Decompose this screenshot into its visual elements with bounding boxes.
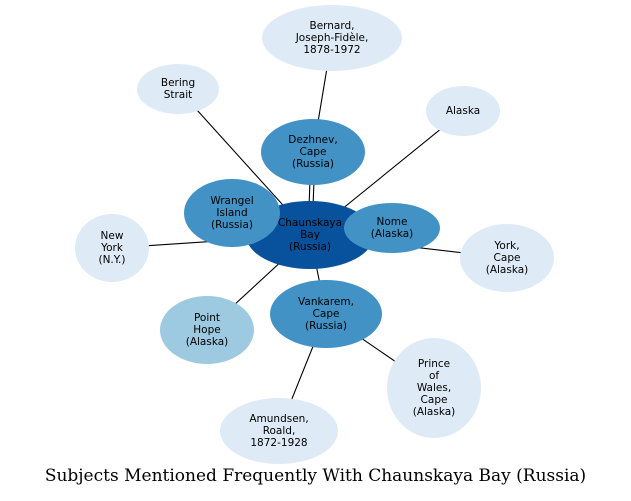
- node-new-york-shape: [75, 214, 149, 282]
- node-york-cape[interactable]: York,Cape(Alaska): [460, 224, 554, 292]
- node-nome-shape: [344, 203, 440, 253]
- node-york-cape-label-line: Cape: [494, 252, 521, 264]
- nodes-layer: Bernard,Joseph-Fidèle,1878-1972BeringStr…: [75, 5, 554, 464]
- node-nome-label-line: (Alaska): [371, 228, 414, 240]
- node-vankarem-label-line: (Russia): [305, 320, 347, 332]
- node-new-york-label-line: New: [101, 230, 124, 242]
- node-wrangel-label-line: Island: [216, 207, 247, 219]
- node-amundsen-label-line: Amundsen,: [249, 413, 308, 425]
- node-point-hope-label-line: Point: [194, 312, 220, 324]
- node-prince-wales-label-line: Wales,: [417, 382, 451, 394]
- node-prince-wales-shape: [387, 338, 481, 438]
- node-vankarem[interactable]: Vankarem,Cape(Russia): [270, 280, 382, 348]
- node-dezhnev-label-line: Cape: [300, 146, 327, 158]
- node-nome-label-line: Nome: [377, 216, 408, 228]
- node-prince-wales-label-line: Cape: [421, 394, 448, 406]
- node-bernard-label-line: Bernard,: [309, 20, 354, 32]
- node-bernard-label-line: 1878-1972: [303, 44, 360, 56]
- node-chaunskaya-label-line: (Russia): [289, 241, 331, 253]
- node-new-york-label-line: York: [100, 242, 124, 254]
- node-dezhnev[interactable]: Dezhnev,Cape(Russia): [261, 119, 365, 185]
- node-vankarem-shape: [270, 280, 382, 348]
- node-bering-shape: [137, 64, 219, 114]
- node-amundsen-label-line: 1872-1928: [250, 437, 307, 449]
- node-alaska[interactable]: Alaska: [426, 86, 500, 136]
- node-wrangel-label-line: Wrangel: [210, 195, 253, 207]
- node-bernard[interactable]: Bernard,Joseph-Fidèle,1878-1972: [262, 5, 402, 71]
- node-bering-label-line: Strait: [164, 89, 193, 101]
- node-nome[interactable]: Nome(Alaska): [344, 203, 440, 253]
- node-bernard-shape: [262, 5, 402, 71]
- node-dezhnev-label-line: Dezhnev,: [288, 134, 337, 146]
- node-dezhnev-shape: [261, 119, 365, 185]
- node-new-york-label-line: (N.Y.): [98, 254, 125, 266]
- node-dezhnev-label-line: (Russia): [292, 158, 334, 170]
- node-bering-label-line: Bering: [161, 77, 195, 89]
- node-amundsen[interactable]: Amundsen,Roald,1872-1928: [220, 398, 338, 464]
- node-chaunskaya-label-line: Chaunskaya: [278, 217, 342, 229]
- node-point-hope-label-line: (Alaska): [186, 336, 229, 348]
- node-amundsen-label-line: Roald,: [263, 425, 296, 437]
- node-york-cape-label-line: York,: [493, 240, 519, 252]
- diagram-caption: Subjects Mentioned Frequently With Chaun…: [44, 466, 587, 486]
- node-vankarem-label-line: Vankarem,: [298, 296, 354, 308]
- node-york-cape-shape: [460, 224, 554, 292]
- node-amundsen-shape: [220, 398, 338, 464]
- node-vankarem-label-line: Cape: [313, 308, 340, 320]
- node-point-hope-label-line: Hope: [193, 324, 220, 336]
- node-prince-wales-label-line: Prince: [418, 358, 450, 370]
- node-bernard-label-line: Joseph-Fidèle,: [295, 32, 369, 44]
- node-prince-wales-label-line: (Alaska): [413, 406, 456, 418]
- node-point-hope-shape: [160, 296, 254, 364]
- node-wrangel-shape: [184, 179, 280, 247]
- node-prince-wales-label-line: of: [429, 370, 439, 382]
- node-alaska-label-line: Alaska: [446, 105, 480, 117]
- node-york-cape-label-line: (Alaska): [486, 264, 529, 276]
- node-alaska-shape: [426, 86, 500, 136]
- node-chaunskaya-label-line: Bay: [300, 229, 320, 241]
- node-wrangel-label-line: (Russia): [211, 219, 253, 231]
